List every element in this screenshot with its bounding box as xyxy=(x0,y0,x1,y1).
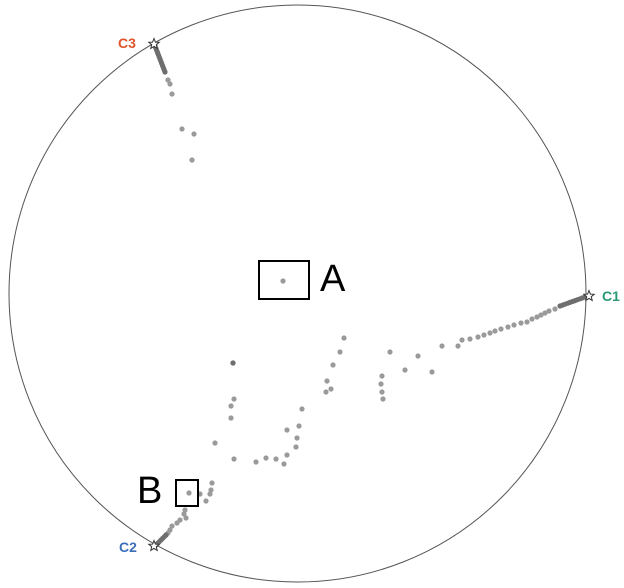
data-point xyxy=(542,310,548,316)
data-point xyxy=(324,378,330,384)
data-point xyxy=(415,353,421,359)
data-point xyxy=(455,343,461,349)
data-point xyxy=(429,369,435,375)
anchor-c1-star-icon xyxy=(582,289,596,302)
data-point xyxy=(182,507,188,513)
data-point xyxy=(538,312,544,318)
anchor-c3-star-icon xyxy=(147,37,161,50)
data-point xyxy=(231,456,237,462)
box-a xyxy=(258,260,310,300)
data-point xyxy=(337,349,343,355)
box-b xyxy=(175,479,199,507)
data-point xyxy=(498,326,504,332)
data-point xyxy=(546,308,552,314)
data-point xyxy=(281,461,287,467)
data-point xyxy=(378,381,384,387)
data-point xyxy=(487,330,493,336)
data-point xyxy=(181,511,187,517)
data-point xyxy=(228,415,234,421)
data-point xyxy=(162,69,168,75)
data-point xyxy=(387,349,393,355)
data-point xyxy=(294,435,300,441)
data-point xyxy=(207,491,213,497)
data-point xyxy=(280,278,286,284)
data-point xyxy=(163,532,169,538)
data-point xyxy=(165,77,171,83)
data-point xyxy=(524,319,530,325)
data-point xyxy=(299,406,305,412)
data-point xyxy=(186,490,192,496)
data-point xyxy=(379,373,385,379)
data-point xyxy=(402,367,408,373)
data-point xyxy=(380,396,386,402)
data-point xyxy=(328,386,334,392)
data-point xyxy=(263,455,269,461)
data-point xyxy=(481,332,487,338)
data-point xyxy=(208,487,214,493)
data-point xyxy=(475,334,481,340)
data-point xyxy=(379,389,385,395)
point-cloud xyxy=(152,43,588,548)
anchor-c3-label: C3 xyxy=(118,35,136,51)
data-point xyxy=(228,403,234,409)
data-point xyxy=(284,452,290,458)
data-point xyxy=(189,157,195,163)
data-point xyxy=(341,335,347,341)
data-point xyxy=(230,360,236,366)
anchor-c2-star-icon xyxy=(147,539,161,552)
data-point xyxy=(529,316,535,322)
data-point xyxy=(209,480,215,486)
box-a-label: A xyxy=(320,258,346,300)
data-point xyxy=(323,389,329,395)
data-point xyxy=(330,362,336,368)
data-point xyxy=(534,314,540,320)
data-point xyxy=(505,324,511,330)
data-point xyxy=(191,131,197,137)
data-point xyxy=(552,306,558,312)
data-point xyxy=(459,337,465,343)
data-point xyxy=(439,343,445,349)
data-point xyxy=(273,456,279,462)
data-point xyxy=(253,459,259,465)
data-point xyxy=(296,423,302,429)
data-point xyxy=(467,336,473,342)
data-point xyxy=(169,91,175,97)
data-point xyxy=(179,126,185,132)
boundary-circle xyxy=(8,4,587,583)
data-point xyxy=(169,523,175,529)
data-point xyxy=(518,320,524,326)
data-point xyxy=(183,515,189,521)
data-point xyxy=(511,322,517,328)
data-point xyxy=(212,440,218,446)
data-point xyxy=(492,328,498,334)
data-point xyxy=(203,498,209,504)
data-point xyxy=(557,303,563,309)
data-point xyxy=(284,427,290,433)
data-point xyxy=(293,444,299,450)
data-point xyxy=(167,81,173,87)
anchor-c1-label: C1 xyxy=(602,288,620,304)
data-point xyxy=(174,520,180,526)
data-point xyxy=(231,396,237,402)
anchor-c2-label: C2 xyxy=(119,539,137,555)
box-b-label: B xyxy=(137,470,162,512)
